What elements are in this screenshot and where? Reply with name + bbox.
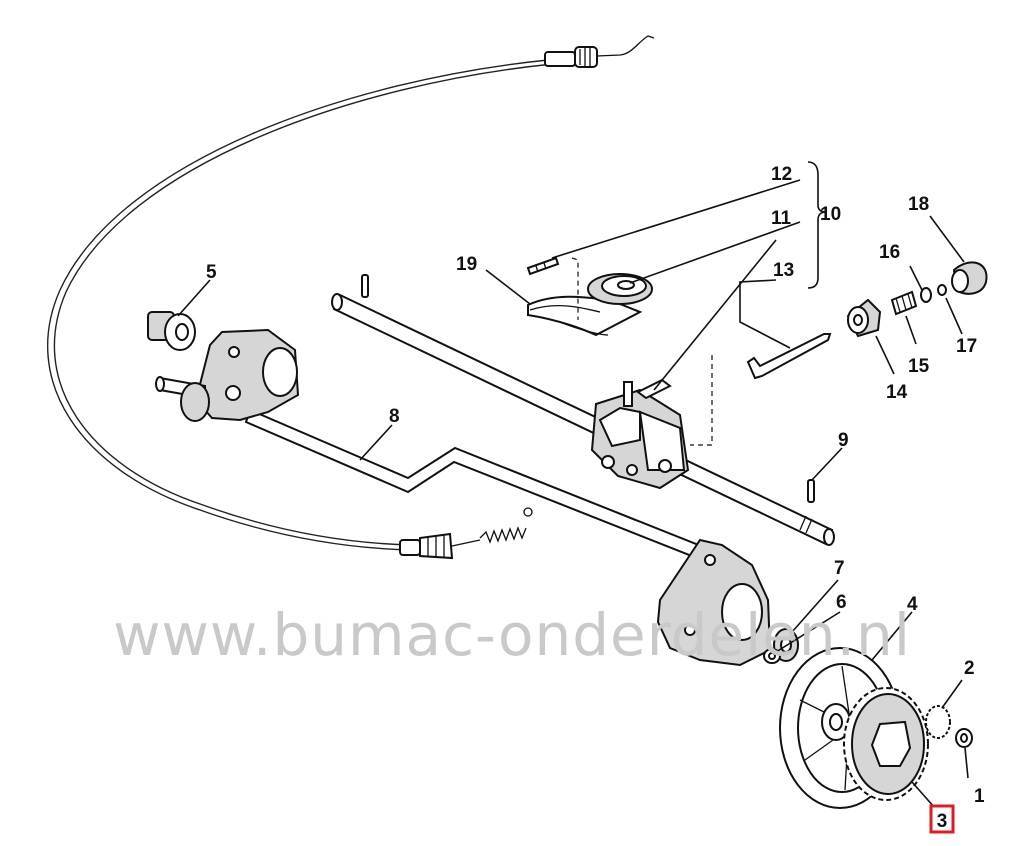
right-bracket	[656, 538, 772, 667]
gearbox	[590, 378, 690, 490]
cap-assembly	[846, 261, 988, 338]
part-label-7[interactable]: 7	[834, 558, 845, 579]
part-label-6[interactable]: 6	[836, 592, 847, 613]
part-label-18[interactable]: 18	[908, 194, 929, 215]
part-label-16[interactable]: 16	[879, 242, 900, 263]
left-bracket	[155, 328, 300, 422]
part-label-15[interactable]: 15	[908, 356, 930, 377]
control-cable	[46, 35, 655, 560]
bushing-and-washer	[763, 628, 799, 664]
wheel-gear-assembly	[779, 647, 973, 809]
part-label-11[interactable]: 11	[771, 208, 792, 229]
coupler-5	[147, 311, 196, 351]
pin-top	[361, 274, 369, 298]
part-label-2[interactable]: 2	[964, 658, 975, 679]
leader-lines	[177, 161, 969, 817]
part-label-10[interactable]: 10	[820, 204, 841, 225]
watermark-text: www.bumac-onderdelen.nl	[113, 601, 911, 669]
part-label-19[interactable]: 19	[456, 254, 477, 275]
highlighted-part-3[interactable]: 3	[929, 804, 955, 834]
part-label-9[interactable]: 9	[838, 430, 849, 451]
part-label-17[interactable]: 17	[956, 336, 977, 357]
part-label-4[interactable]: 4	[907, 594, 918, 615]
part-label-5[interactable]: 5	[206, 262, 217, 283]
part-label-14[interactable]: 14	[886, 382, 908, 403]
part-label-3[interactable]: 3	[937, 811, 948, 832]
rod-13	[746, 333, 832, 380]
part-labels: 12 11 10 13 19 5 8 9 7 6 4 2 1 16 18 15 …	[206, 164, 985, 834]
part-label-8[interactable]: 8	[389, 406, 400, 427]
part-label-1[interactable]: 1	[974, 786, 985, 807]
part-label-13[interactable]: 13	[773, 260, 794, 281]
pin-12	[526, 256, 560, 276]
pulley-and-belt	[527, 273, 653, 337]
part-label-12[interactable]: 12	[771, 164, 792, 185]
